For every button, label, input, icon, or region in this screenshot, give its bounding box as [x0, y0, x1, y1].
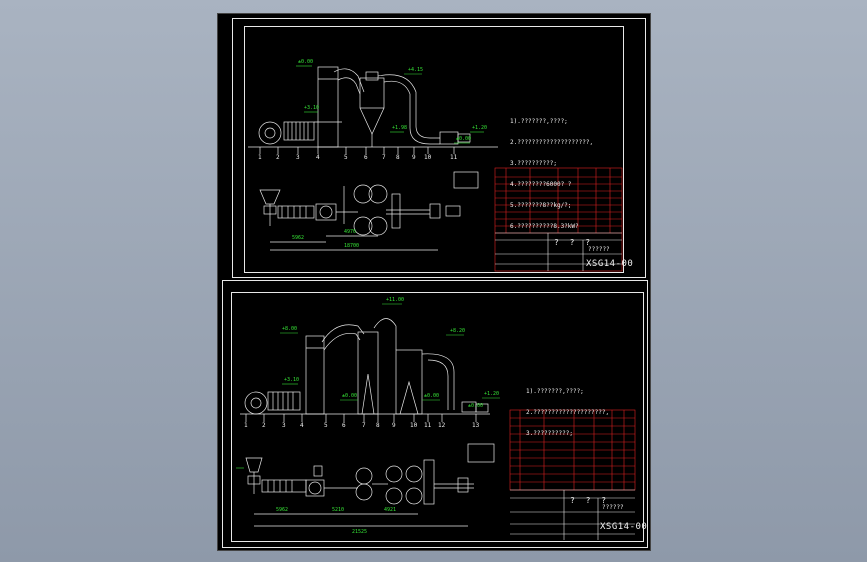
- part-number: 5: [324, 422, 328, 429]
- drawing-code: XSG14-00: [586, 259, 634, 269]
- note-line: 1).???????,????;: [510, 118, 568, 125]
- dimension-label: 5962: [276, 507, 289, 513]
- top-drawing-frame: [232, 18, 646, 278]
- note-line: 2.????????????????????,: [526, 409, 610, 416]
- elevation-label: +3.10: [284, 377, 300, 383]
- bottom-equipment-diagram: [236, 303, 636, 540]
- note-line: 2.????????????????????,: [510, 139, 594, 146]
- part-number: 13: [472, 422, 480, 429]
- part-number: 6: [342, 422, 346, 429]
- dimension-label: 5962: [292, 235, 305, 241]
- bottom-drawing-border: [231, 292, 644, 542]
- elevation-label: +3.10: [304, 105, 320, 111]
- elevation-label: ±0.00: [456, 136, 472, 142]
- dimension-label: 4921: [384, 507, 397, 513]
- note-line: 3.??????????;: [526, 430, 573, 437]
- part-number: 3: [296, 154, 300, 161]
- title-block-name: ??????: [588, 246, 610, 253]
- part-number: 11: [450, 154, 458, 161]
- part-number: 7: [362, 422, 366, 429]
- note-line: 4.????????6000? ?: [510, 181, 572, 188]
- note-line: 1).???????,????;: [526, 388, 584, 395]
- part-number: 7: [382, 154, 386, 161]
- title-block-name: ??????: [602, 504, 624, 511]
- part-number: 3: [282, 422, 286, 429]
- top-drawing-border: [244, 26, 624, 273]
- bottom-drawing-frame: [222, 280, 648, 548]
- part-number: 1: [244, 422, 248, 429]
- note-line: 6.??????????8.3?kW?: [510, 223, 579, 230]
- part-number: 4: [300, 422, 304, 429]
- note-line: 3.??????????;: [510, 160, 557, 167]
- elevation-label: +1.20: [472, 125, 488, 131]
- drawing-code: XSG14-00: [600, 522, 648, 532]
- part-number: 9: [392, 422, 396, 429]
- dimension-label: 18700: [344, 243, 360, 249]
- elevation-label: ±0.00: [342, 393, 358, 399]
- elevation-label: ±0.00: [298, 59, 314, 65]
- part-number: 5: [344, 154, 348, 161]
- part-number: 12: [438, 422, 446, 429]
- elevation-label: +8.00: [282, 326, 298, 332]
- elevation-label: ±0.00: [424, 393, 440, 399]
- part-number: 2: [262, 422, 266, 429]
- part-number: 6: [364, 154, 368, 161]
- top-equipment-diagram: [248, 65, 623, 272]
- dimension-label: 5210: [332, 507, 345, 513]
- bottom-technical-notes: 1).???????,????; 2.????????????????????,…: [526, 374, 609, 451]
- top-technical-notes: 1).???????,????; 2.????????????????????,…: [510, 104, 593, 244]
- dimension-label: 4976: [344, 229, 357, 235]
- elevation-label: +1.20: [484, 391, 500, 397]
- elevation-label: +4.15: [408, 67, 424, 73]
- elevation-label: +1.98: [392, 125, 408, 131]
- part-number: 4: [316, 154, 320, 161]
- elevation-label: +8.20: [450, 328, 466, 334]
- elevation-label: +11.00: [386, 297, 405, 303]
- part-number: 9: [412, 154, 416, 161]
- note-line: 5.???????8??kg/?;: [510, 202, 572, 209]
- title-block-heading: ? ? ?: [554, 238, 594, 247]
- part-number: 1: [258, 154, 262, 161]
- part-number: 8: [376, 422, 380, 429]
- part-number: 10: [410, 422, 418, 429]
- drawing-sheet: 1).???????,????; 2.????????????????????,…: [217, 13, 651, 551]
- part-number: 11: [424, 422, 432, 429]
- part-number: 2: [276, 154, 280, 161]
- part-number: 10: [424, 154, 432, 161]
- part-number: 8: [396, 154, 400, 161]
- title-block-heading: ? ? ?: [570, 496, 610, 505]
- elevation-label: ±0.00: [468, 403, 484, 409]
- dimension-label: 21525: [352, 529, 368, 535]
